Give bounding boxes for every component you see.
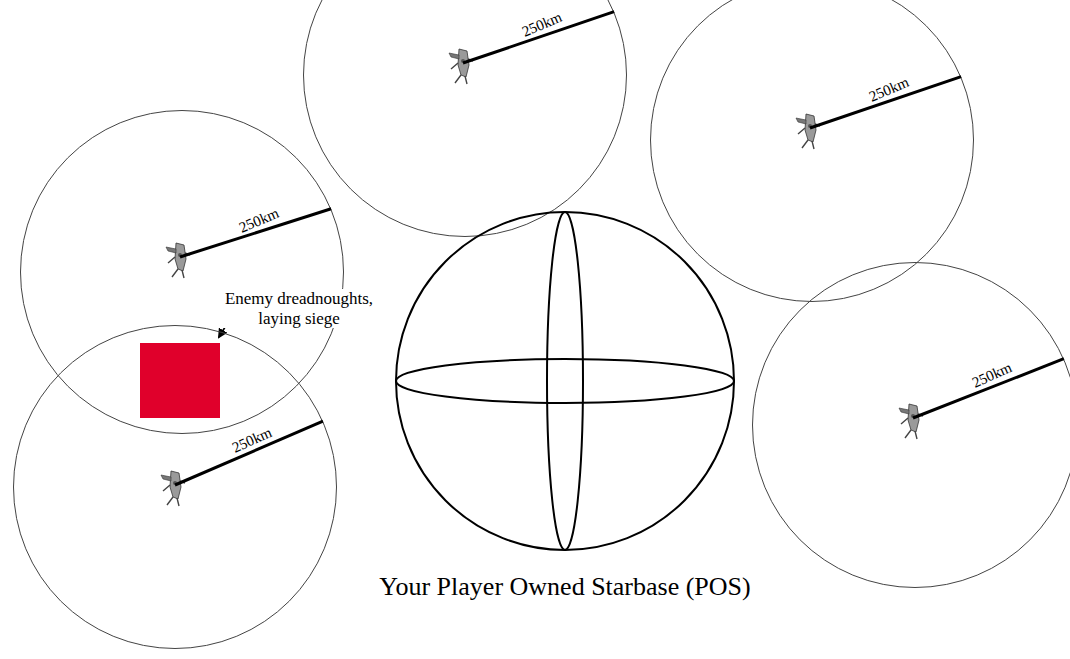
range-circle-outline [650, 0, 974, 302]
starbase-sphere: Your Player Owned Starbase (POS) [395, 211, 735, 551]
range-circle-outline [303, 0, 627, 237]
range-line [175, 421, 323, 485]
callout-label: Enemy dreadnoughts, laying siege [212, 289, 386, 328]
tower-icon [449, 49, 473, 84]
enemy-dreadnoughts [140, 343, 220, 418]
tower-icon [899, 404, 923, 439]
tower-range-circle: 250km [752, 262, 1070, 588]
range-circle-outline [20, 110, 344, 434]
range-circle-outline [13, 325, 337, 649]
tower-icon [161, 471, 185, 506]
range-line [913, 359, 1064, 418]
sphere-outline [395, 211, 735, 551]
tower-icon [166, 243, 190, 278]
starbase-caption: Your Player Owned Starbase (POS) [379, 573, 750, 602]
tower-range-circle: 250km [650, 0, 974, 302]
tower-range-circle: 250km [13, 325, 337, 649]
tower-icon [796, 114, 820, 149]
tower-range-circle: 250km [303, 0, 627, 237]
range-circle-outline [752, 262, 1070, 588]
tower-range-circle: 250km [20, 110, 344, 434]
